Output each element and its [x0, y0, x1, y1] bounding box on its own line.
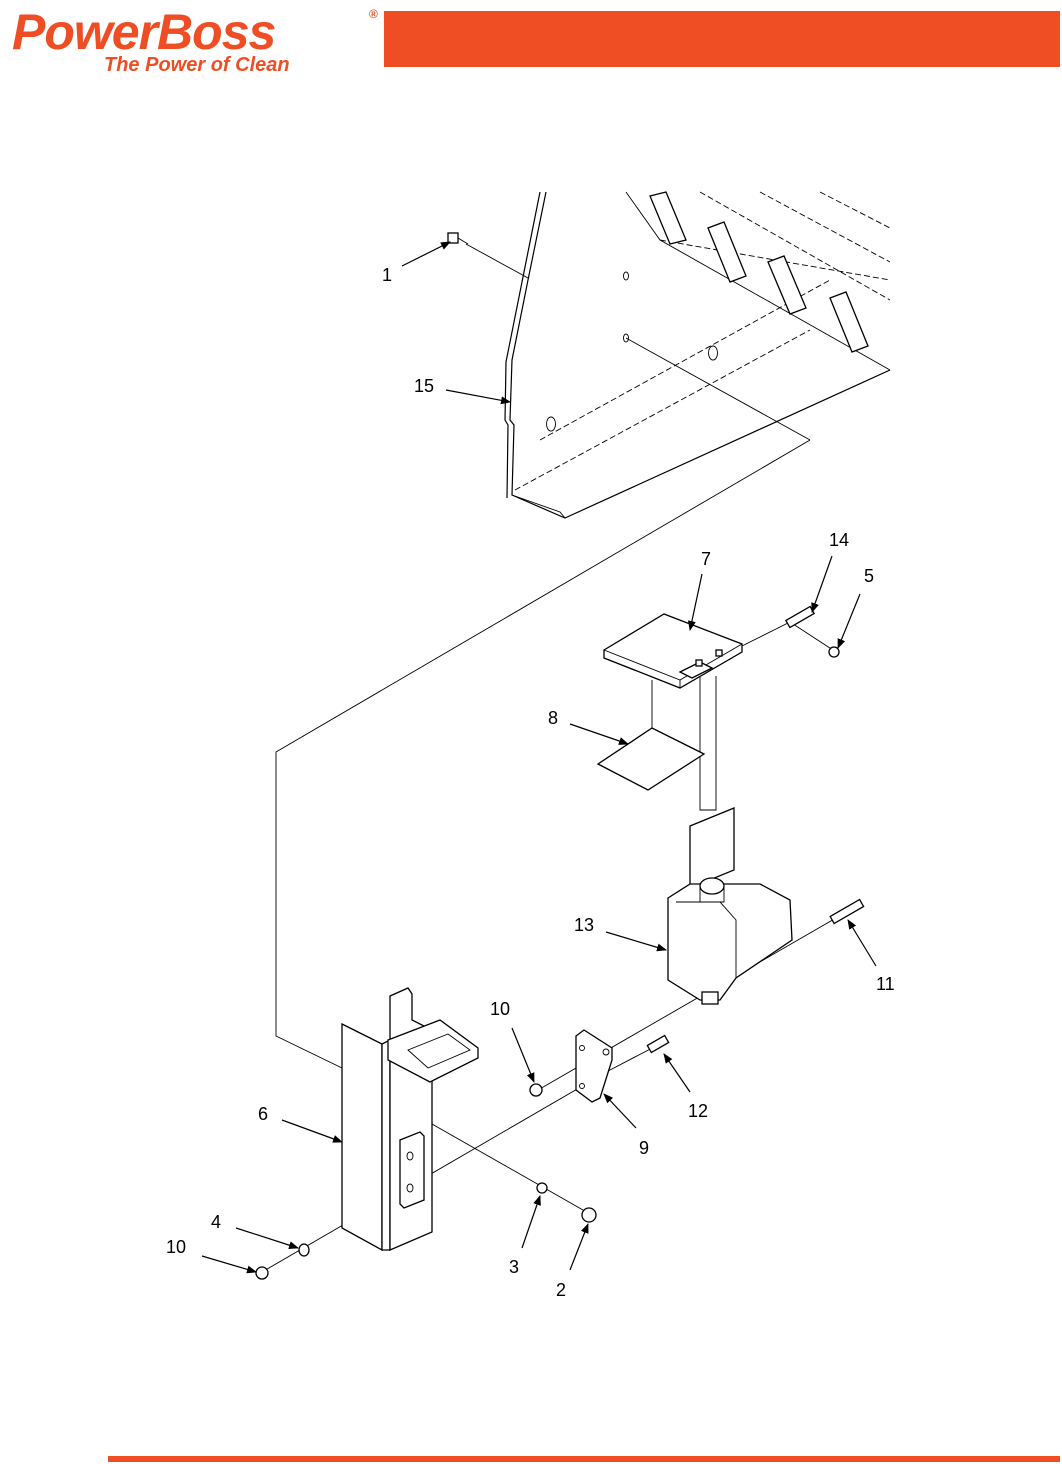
- bracket-part-9: [575, 1029, 613, 1103]
- header-accent-bar: [384, 11, 1060, 67]
- callout-6: 6: [258, 1104, 268, 1124]
- screw-part-12: [646, 1034, 670, 1054]
- bolt-part-11: [829, 898, 865, 925]
- callout-11: 11: [876, 974, 895, 994]
- nut-part-10-lower: [255, 1266, 269, 1280]
- logo-brand-name: PowerBoss: [12, 4, 276, 60]
- callout-labels: 1 15 14 7 5 8 13 11 10 12 6 9 4 10 3 2: [166, 265, 895, 1300]
- logo-registered-mark: ®: [369, 7, 378, 21]
- callout-10-upper: 10: [490, 999, 510, 1019]
- callout-8: 8: [548, 708, 558, 728]
- callout-15: 15: [414, 376, 434, 396]
- callout-13: 13: [574, 915, 594, 935]
- callout-2: 2: [556, 1280, 566, 1300]
- pin-part-14: [784, 605, 816, 629]
- assembly-center-lines: [261, 243, 837, 1273]
- washer-part-4: [298, 1243, 310, 1257]
- actuator-part-13: [667, 807, 793, 1005]
- callout-10-lower: 10: [166, 1237, 186, 1257]
- pad-part-8: [596, 680, 706, 791]
- callout-14: 14: [829, 530, 849, 550]
- callout-4: 4: [211, 1212, 221, 1232]
- callout-5: 5: [864, 566, 874, 586]
- powerboss-logo: PowerBoss ® The Power of Clean: [12, 6, 382, 76]
- frame-panel-part: [504, 191, 891, 519]
- callout-12: 12: [688, 1101, 708, 1121]
- support-bracket-part-6: [341, 987, 479, 1252]
- callout-leader-lines: [201, 241, 877, 1274]
- washer-part-3: [536, 1182, 548, 1194]
- mount-plate-part-7: [603, 613, 743, 811]
- clip-part-5: [828, 646, 840, 658]
- bolt-part-1: [447, 232, 469, 245]
- callout-3: 3: [509, 1257, 519, 1277]
- nut-part-10-upper: [529, 1083, 543, 1097]
- logo-tagline: The Power of Clean: [104, 54, 290, 76]
- callout-7: 7: [701, 549, 711, 569]
- callout-9: 9: [639, 1138, 649, 1158]
- nut-part-2: [581, 1207, 597, 1223]
- footer-accent-bar: [108, 1456, 1060, 1462]
- callout-1: 1: [382, 265, 392, 285]
